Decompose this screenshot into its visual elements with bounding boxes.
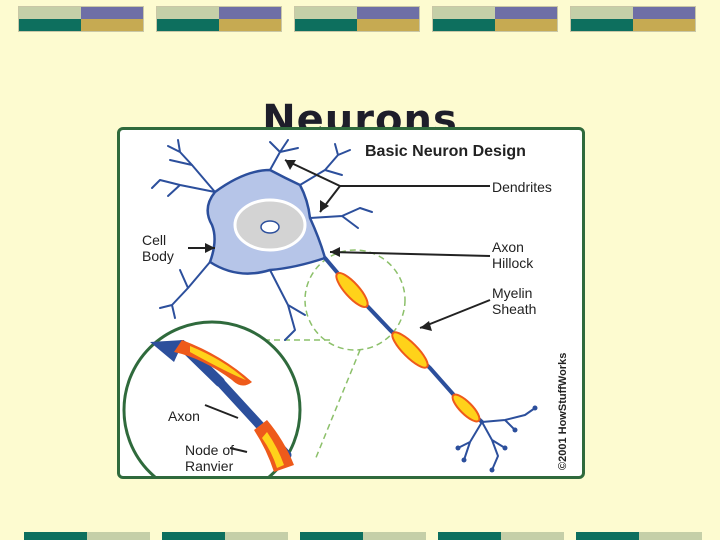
magnify-guide-line — [314, 349, 361, 461]
arrow-heads — [205, 160, 432, 331]
neuron-illustration — [122, 139, 538, 476]
top-decorative-bar — [18, 6, 708, 32]
label-node-of-ranvier: Node of Ranvier — [185, 442, 235, 474]
dendrites — [151, 139, 373, 341]
label-dendrites: Dendrites — [492, 179, 552, 195]
decorative-block — [570, 6, 696, 32]
inset-axon — [150, 340, 294, 472]
neuron-diagram: Basic Neuron Design Dendrites Cell Body … — [117, 127, 585, 479]
label-axon: Axon — [168, 408, 200, 424]
label-cell-body: Cell Body — [142, 232, 174, 264]
bottom-decorative-bar — [24, 532, 714, 540]
decorative-block — [18, 6, 144, 32]
myelin-sheath — [335, 271, 481, 423]
decorative-block — [162, 532, 288, 540]
decorative-block — [24, 532, 150, 540]
decorative-block — [300, 532, 426, 540]
magnified-inset — [122, 320, 302, 476]
axon-terminal-bulbs — [455, 405, 538, 473]
decorative-block — [576, 532, 702, 540]
decorative-block — [294, 6, 420, 32]
nucleolus — [260, 220, 280, 234]
decorative-block — [438, 532, 564, 540]
label-myelin-sheath: Myelin Sheath — [492, 285, 537, 317]
decorative-block — [432, 6, 558, 32]
label-axon-hillock: Axon Hillock — [492, 239, 534, 271]
magnify-region-circle — [304, 249, 406, 351]
decorative-block — [156, 6, 282, 32]
figure-title: Basic Neuron Design — [365, 143, 526, 160]
copyright-notice: ©2001 HowStuffWorks — [557, 352, 569, 470]
